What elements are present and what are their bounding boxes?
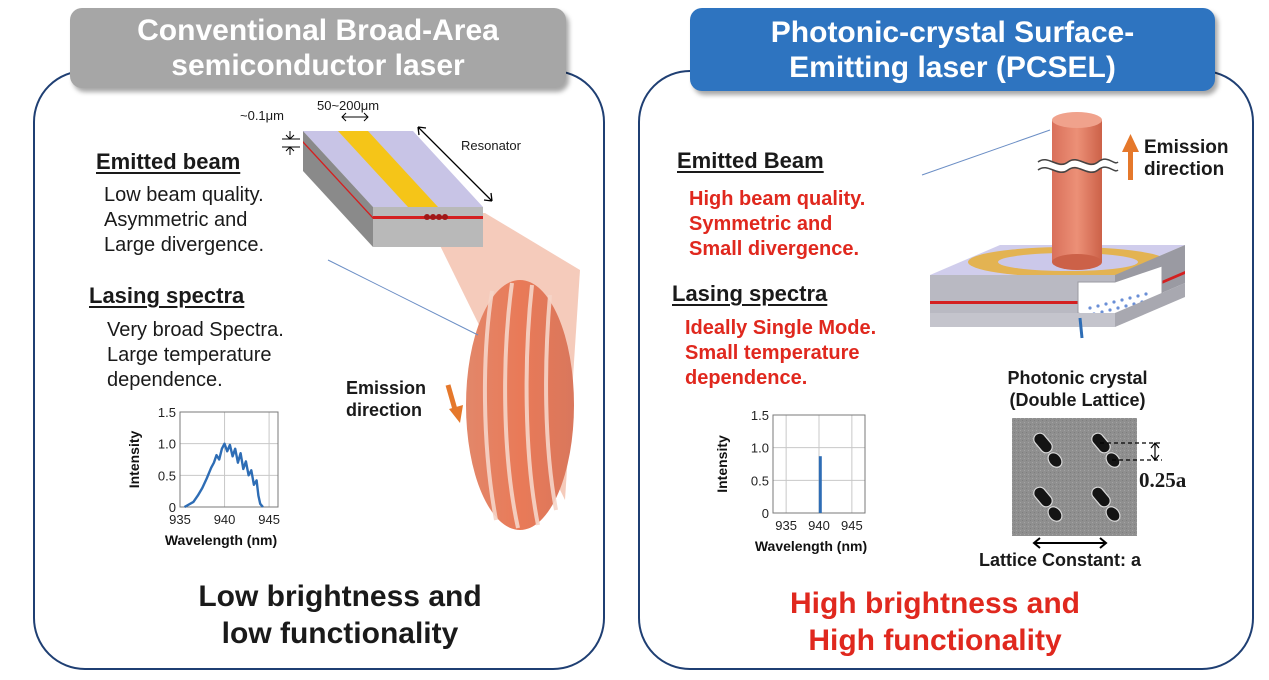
right-beam-desc-1: High beam quality.: [689, 188, 866, 210]
resonator-label: Resonator: [461, 138, 521, 153]
left-beam-desc-3: Large divergence.: [104, 234, 265, 256]
right-title-line-2: Emitting laser (PCSEL): [789, 51, 1116, 84]
right-conclusion: High brightness and High functionality: [735, 585, 1135, 659]
left-title: Conventional Broad-Area semiconductor la…: [70, 8, 566, 88]
left-spectra-desc: Very broad Spectra. Large temperature de…: [107, 318, 284, 393]
left-spectra-desc-3: dependence.: [107, 369, 223, 391]
left-beam-heading: Emitted beam: [96, 149, 241, 174]
left-conclusion-1: Low brightness and: [198, 580, 482, 613]
left-conclusion: Low brightness and low functionality: [150, 578, 530, 652]
left-conclusion-2: low functionality: [221, 617, 459, 650]
y-axis-label: Intensity: [714, 435, 730, 493]
left-emission-label: Emission direction: [346, 377, 426, 421]
left-beam-desc: Low beam quality. Asymmetric and Large d…: [104, 183, 264, 258]
right-conclusion-1: High brightness and: [789, 587, 1080, 620]
y-tick-label: 1.0: [751, 441, 769, 456]
y-axis-label: Intensity: [126, 431, 142, 489]
left-beam-desc-1: Low beam quality.: [104, 184, 264, 206]
x-tick-label: 935: [775, 518, 797, 533]
lattice-constant-arrow: [1032, 537, 1108, 549]
y-tick-label: 0: [169, 500, 176, 515]
lattice-constant-label: Lattice Constant: a: [979, 550, 1142, 570]
left-title-line-2: semiconductor laser: [171, 49, 465, 82]
broad-area-laser-diagram: [282, 112, 580, 530]
x-axis-label: Wavelength (nm): [165, 532, 277, 548]
right-beam-desc-3: Small divergence.: [689, 238, 860, 260]
emission-dots: [424, 214, 448, 220]
double-lattice-sem-image: [1012, 418, 1162, 536]
right-title-line-1: Photonic-crystal Surface-: [770, 16, 1135, 49]
right-spectra-desc-3: dependence.: [685, 367, 808, 389]
x-tick-label: 945: [258, 512, 280, 527]
thickness-label: ~0.1μm: [240, 108, 284, 123]
photonic-crystal-label-1: Photonic crystal: [1007, 368, 1148, 388]
left-beam-desc-2: Asymmetric and: [104, 209, 248, 231]
left-spectra-desc-1: Very broad Spectra.: [107, 319, 284, 341]
y-tick-label: 1.5: [751, 408, 769, 423]
x-tick-label: 935: [169, 512, 191, 527]
lattice-holes: [1033, 432, 1121, 522]
right-beam-desc-2: Symmetric and: [689, 213, 833, 235]
x-axis-label: Wavelength (nm): [755, 538, 867, 554]
emission-spot: [466, 280, 574, 530]
right-spectra-desc-2: Small temperature: [685, 342, 860, 364]
right-conclusion-2: High functionality: [808, 624, 1062, 657]
right-emission-label: Emission direction: [1144, 137, 1228, 181]
left-title-line-1: Conventional Broad-Area: [137, 14, 499, 47]
width-label: 50~200μm: [317, 98, 380, 113]
x-tick-label: 945: [841, 518, 863, 533]
right-spectra-desc-1: Ideally Single Mode.: [685, 317, 877, 339]
right-emission-label-1: Emission: [1144, 137, 1229, 158]
right-title: Photonic-crystal Surface- Emitting laser…: [690, 8, 1215, 91]
y-tick-label: 0.5: [751, 473, 769, 488]
spectrum-series-line: [183, 442, 264, 509]
photonic-crystal-label: Photonic crystal (Double Lattice): [985, 367, 1170, 411]
right-emission-label-2: direction: [1144, 159, 1225, 180]
emitted-beam: [1052, 120, 1102, 262]
y-tick-label: 1.0: [158, 437, 176, 452]
x-tick-label: 940: [214, 512, 236, 527]
photonic-crystal-label-2: (Double Lattice): [1009, 390, 1146, 410]
pcsel-device-diagram: [921, 112, 1185, 339]
left-emission-label-1: Emission: [346, 378, 427, 398]
left-spectra-desc-2: Large temperature: [107, 344, 272, 366]
y-tick-label: 0.5: [158, 468, 176, 483]
chip-front: [373, 207, 483, 247]
y-tick-label: 1.5: [158, 405, 176, 420]
guide-line: [327, 259, 479, 336]
right-spectra-desc: Ideally Single Mode. Small temperature d…: [685, 316, 876, 391]
right-spectra-heading: Lasing spectra: [672, 281, 828, 306]
x-tick-label: 940: [808, 518, 830, 533]
left-emission-label-2: direction: [346, 400, 423, 420]
plot-frame: [179, 411, 279, 508]
stripe-electrode: [338, 131, 438, 207]
right-beam-heading: Emitted Beam: [677, 148, 824, 173]
guide-line: [921, 129, 1051, 176]
spot-fringes: [482, 282, 558, 529]
offset-label: 0.25a: [1139, 468, 1187, 492]
right-beam-desc: High beam quality. Symmetric and Small d…: [689, 187, 865, 262]
left-spectra-heading: Lasing spectra: [89, 283, 245, 308]
right-panel: [638, 70, 1254, 670]
y-tick-label: 0: [762, 506, 769, 521]
